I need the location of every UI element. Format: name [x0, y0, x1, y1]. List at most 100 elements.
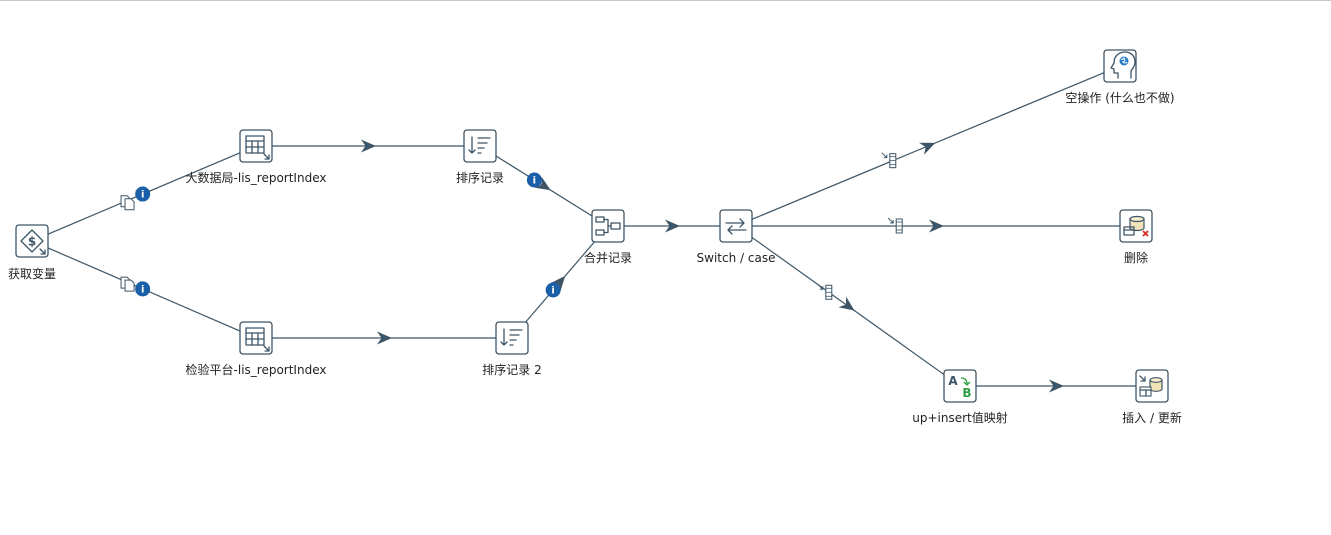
info-glyph: i	[141, 190, 144, 201]
nodes-layer: $ 获取变量 大数据局-lis_reportIndex 检验平台-lis_report…	[8, 49, 1182, 425]
hop-valuemap-to-upsert[interactable]	[976, 379, 1136, 393]
switch-right-arrow	[725, 218, 745, 228]
step-delete[interactable]: 删除	[1119, 209, 1153, 265]
hop-arrow	[1049, 379, 1064, 393]
hop-case-badge-9[interactable]	[817, 283, 833, 300]
mapper-letter-b: B	[962, 386, 971, 400]
step-lab_table[interactable]: 检验平台-lis_reportIndex	[186, 321, 327, 377]
sort-arrow	[468, 136, 476, 154]
hop-switch-to-dummy[interactable]	[751, 72, 1105, 220]
table-input-icon	[245, 135, 270, 160]
step-upsert[interactable]: 插入 / 更新	[1122, 369, 1182, 425]
step-box[interactable]	[463, 129, 497, 163]
input-arrow	[263, 153, 270, 160]
head-silhouette	[1110, 51, 1136, 79]
hop-arrow	[665, 219, 680, 233]
table-outline	[245, 135, 265, 154]
hop-case-badge-8[interactable]	[887, 217, 903, 234]
step-sort1[interactable]: 排序记录	[456, 129, 504, 185]
badges-layer: i i i i	[120, 152, 903, 300]
step-label: 大数据局-lis_reportIndex	[186, 170, 327, 185]
globe-continent	[1120, 57, 1128, 64]
delete-icon	[1123, 215, 1149, 237]
mini-table	[1123, 226, 1135, 236]
info-glyph: i	[551, 286, 554, 297]
step-dummy[interactable]: 空操作 (什么也不做)	[1065, 49, 1175, 105]
hop-arrow	[534, 176, 551, 191]
hop-switch-to-valuemap[interactable]	[751, 236, 945, 376]
case-target-arrow	[881, 152, 888, 159]
step-label: 合并记录	[584, 250, 632, 265]
step-label: 排序记录 2	[482, 362, 541, 377]
diamond-shape	[20, 229, 44, 253]
hop-merge-to-switch[interactable]	[624, 219, 720, 233]
db-cap	[1129, 215, 1145, 223]
step-label: 删除	[1124, 250, 1148, 265]
get-variables-icon: $	[20, 229, 46, 255]
delete-x-mark	[1142, 230, 1149, 237]
step-box[interactable]	[719, 209, 753, 243]
dummy-icon	[1110, 51, 1136, 79]
step-box[interactable]	[943, 369, 977, 403]
hop-info-badge-0[interactable]: i	[135, 186, 151, 202]
step-box[interactable]	[1103, 49, 1137, 83]
hop-arrow	[550, 275, 566, 292]
info-circle	[135, 281, 151, 297]
hops-layer	[47, 72, 1136, 393]
hop-copy-badge-1[interactable]	[120, 276, 135, 292]
step-label: Switch / case	[697, 251, 776, 265]
mapper-arrow	[960, 377, 971, 386]
info-circle	[526, 172, 542, 188]
switch-case-icon	[725, 218, 747, 235]
copy-page-front	[124, 198, 135, 211]
step-get_vars[interactable]: $ 获取变量	[8, 224, 56, 281]
step-label: 空操作 (什么也不做)	[1065, 90, 1174, 105]
info-circle	[545, 282, 561, 298]
info-glyph: i	[141, 285, 144, 296]
hop-arrow	[919, 142, 936, 155]
hop-info-badge-5[interactable]: i	[545, 282, 561, 298]
hop-sort2-to-merge[interactable]	[525, 241, 595, 323]
case-target-arrow	[887, 217, 894, 224]
case-target-arrow	[817, 283, 824, 290]
step-label: 获取变量	[8, 266, 56, 281]
sort-rows-icon	[468, 136, 491, 154]
value-mapper-icon: AB	[948, 374, 971, 400]
step-label: 插入 / 更新	[1122, 410, 1182, 425]
step-label: 检验平台-lis_reportIndex	[186, 362, 327, 377]
hop-bigdata_table-to-sort1[interactable]	[272, 139, 464, 153]
step-sort2[interactable]: 排序记录 2	[482, 321, 542, 377]
input-arrow	[263, 345, 270, 352]
step-box[interactable]	[495, 321, 529, 355]
info-glyph: i	[533, 176, 536, 187]
input-arrow	[1139, 375, 1146, 382]
hop-lab_table-to-sort2[interactable]	[272, 331, 496, 345]
step-label: up+insert值映射	[912, 410, 1008, 425]
table-outline	[245, 327, 265, 346]
copy-page-front	[124, 279, 135, 292]
step-label: 排序记录	[456, 170, 504, 185]
hop-info-badge-4[interactable]: i	[526, 172, 542, 188]
dollar-glyph: $	[28, 235, 36, 249]
sort-arrow	[500, 328, 508, 346]
step-bigdata_table[interactable]: 大数据局-lis_reportIndex	[186, 129, 327, 185]
hop-arrow	[929, 219, 944, 233]
hop-sort1-to-merge[interactable]	[495, 155, 593, 217]
hop-copy-badge-0[interactable]	[120, 195, 135, 211]
switch-left-arrow	[727, 225, 747, 235]
merge-target	[610, 222, 621, 230]
sort-rows-icon	[500, 328, 523, 346]
hop-arrow	[361, 139, 376, 153]
hop-info-badge-1[interactable]: i	[135, 281, 151, 297]
step-switch[interactable]: Switch / case	[697, 209, 776, 265]
canvas-top-border	[0, 0, 1331, 1]
hop-switch-to-delete[interactable]	[752, 219, 1120, 233]
step-merge[interactable]: 合并记录	[584, 209, 632, 265]
input-arrow	[39, 248, 46, 255]
hop-case-badge-7[interactable]	[881, 152, 897, 169]
table-input-icon	[245, 327, 270, 352]
info-circle	[135, 186, 151, 202]
mapper-letter-a: A	[948, 374, 958, 388]
